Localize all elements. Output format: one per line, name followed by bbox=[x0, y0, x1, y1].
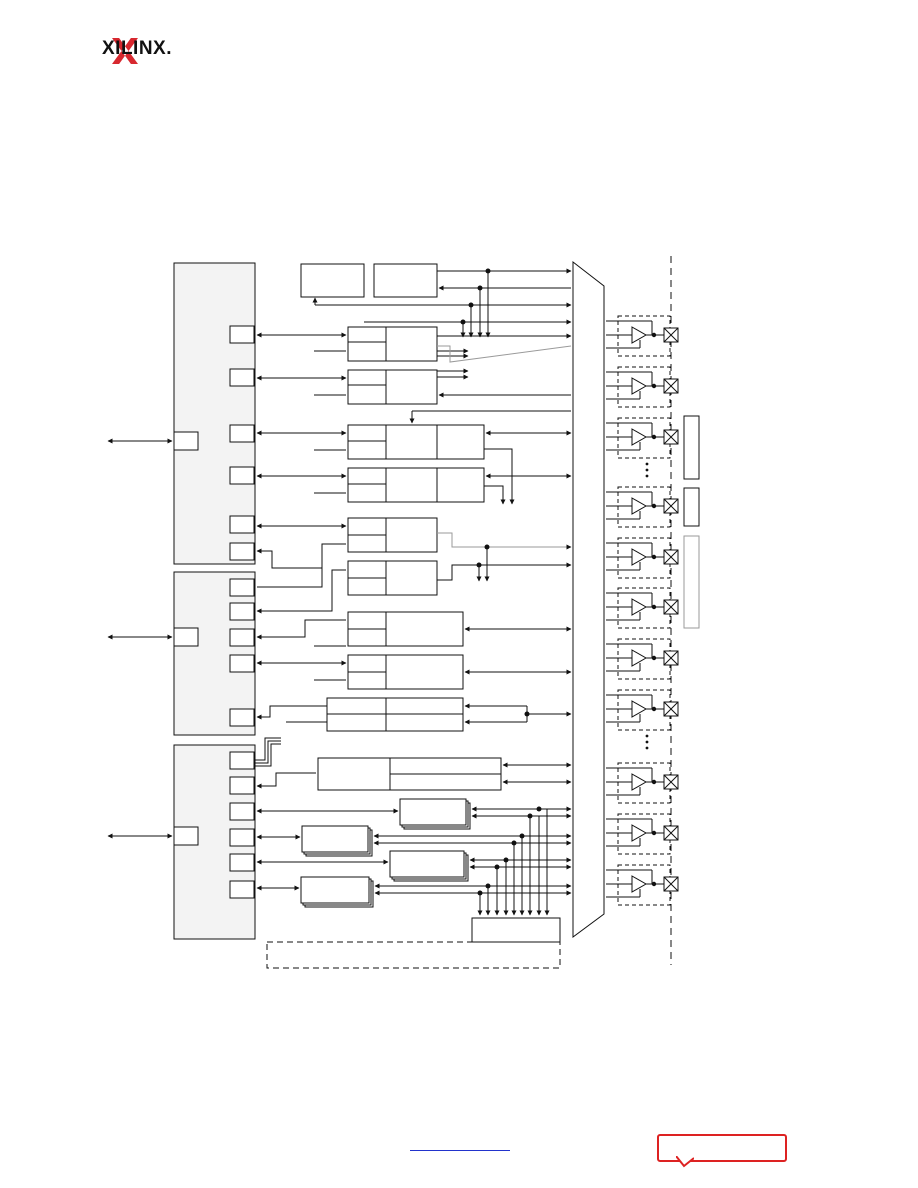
port bbox=[229, 466, 255, 485]
io-buffer-cells bbox=[606, 315, 679, 906]
left-panel-top bbox=[173, 262, 256, 565]
feedback-tail-icon bbox=[676, 1156, 694, 1168]
port bbox=[229, 542, 255, 561]
buffer-icon bbox=[631, 428, 648, 446]
port bbox=[229, 654, 255, 673]
port bbox=[229, 751, 255, 770]
port bbox=[229, 828, 255, 847]
port bbox=[229, 853, 255, 872]
bank-bracket bbox=[683, 487, 700, 527]
bank-bracket bbox=[683, 535, 700, 629]
buffer-icon bbox=[631, 649, 648, 667]
port bbox=[229, 628, 255, 647]
bank-bracket bbox=[683, 415, 700, 480]
port bbox=[229, 802, 255, 821]
dashed-bottom-region bbox=[266, 941, 561, 969]
logo-text: XILINX. bbox=[102, 38, 173, 59]
port bbox=[229, 578, 255, 597]
port bbox=[229, 424, 255, 443]
buffer-icon bbox=[631, 326, 648, 344]
buffer-icon bbox=[631, 773, 648, 791]
panel-port-middle bbox=[173, 627, 199, 647]
buffer-icon bbox=[631, 598, 648, 616]
left-panel-middle bbox=[173, 571, 256, 736]
buffer-icon bbox=[631, 548, 648, 566]
port bbox=[229, 515, 255, 534]
xilinx-logo-icon bbox=[112, 38, 138, 64]
bottom-block bbox=[471, 917, 561, 943]
port bbox=[229, 325, 255, 344]
buffer-icon bbox=[631, 875, 648, 893]
port bbox=[229, 708, 255, 727]
port bbox=[229, 602, 255, 621]
port bbox=[229, 368, 255, 387]
buffer-icon bbox=[631, 497, 648, 515]
top-block-right bbox=[373, 263, 438, 298]
panel-port-bottom bbox=[173, 826, 199, 846]
buffer-icon bbox=[631, 700, 648, 718]
panel-port-top bbox=[173, 431, 199, 451]
top-block-left bbox=[300, 263, 365, 298]
footer-link[interactable] bbox=[410, 1138, 510, 1151]
central-switch bbox=[572, 260, 605, 938]
port bbox=[229, 880, 255, 899]
port bbox=[229, 776, 255, 795]
buffer-icon bbox=[631, 824, 648, 842]
buffer-icon bbox=[631, 377, 648, 395]
